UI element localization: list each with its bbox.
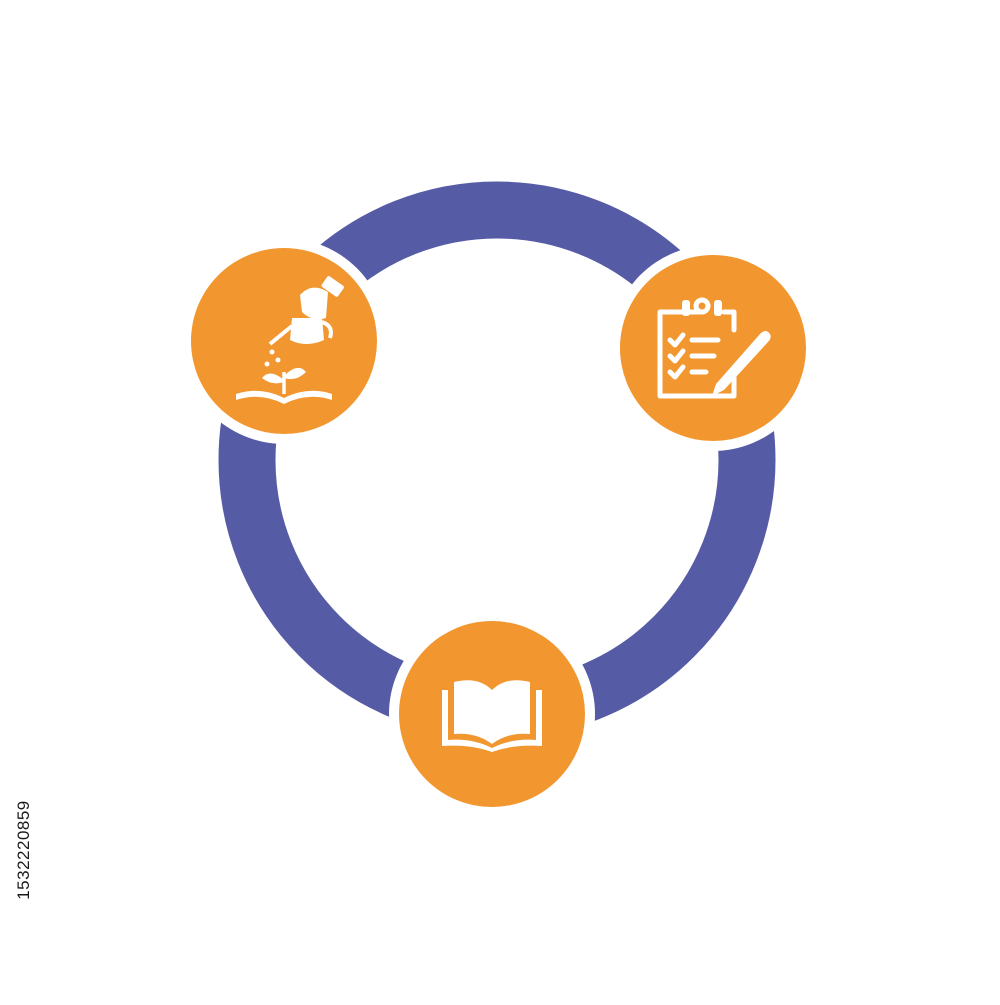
watering-plant-book-icon [236,276,344,404]
growth-node [181,238,387,444]
book-node [389,611,595,817]
growth-node-circle [191,248,377,434]
open-book-icon [442,680,542,752]
checklist-node-circle [620,255,806,441]
clipboard-checklist-pen-icon [657,297,771,399]
checklist-node [610,245,816,451]
stock-id-label: 1532220859 [14,800,33,900]
